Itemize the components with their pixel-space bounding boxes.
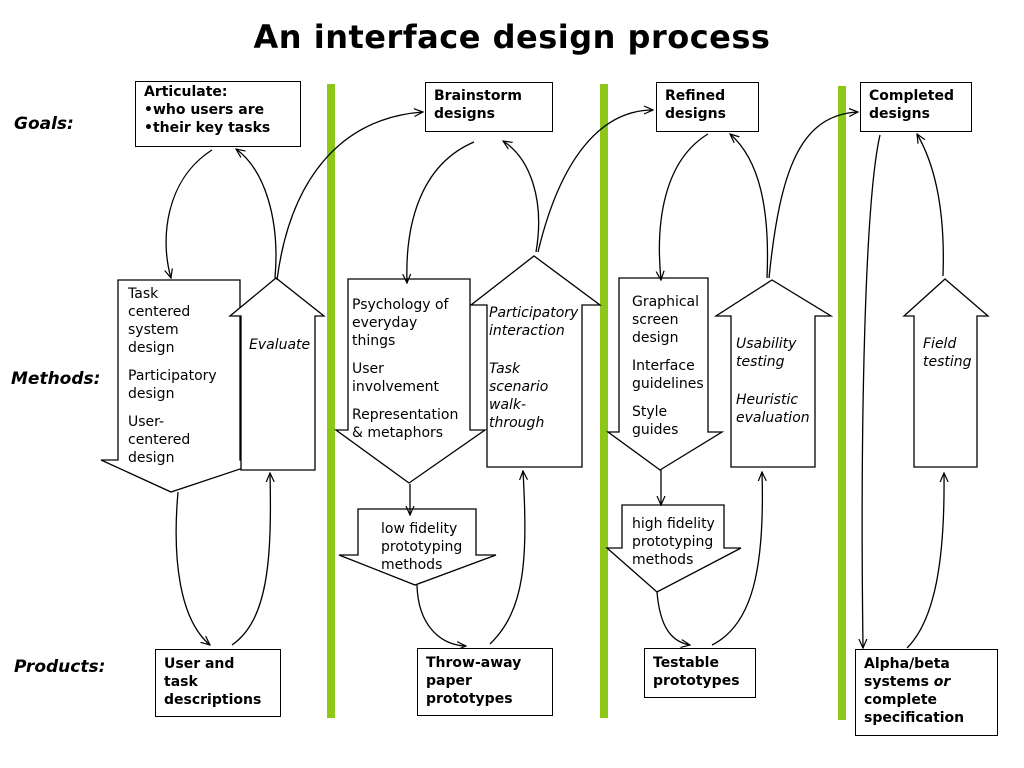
- connector-usability-to-completed: [768, 112, 858, 279]
- divider-1: [327, 84, 335, 718]
- up-arrow-evaluate: [228, 277, 326, 471]
- method-high-fidelity-line: high fidelity: [632, 516, 715, 532]
- product-throwaway-line: paper: [426, 673, 472, 689]
- method-item: Evaluate: [249, 337, 311, 353]
- connector-usability-to-refined: [730, 134, 769, 279]
- page-title: An interface design process: [253, 18, 771, 56]
- method-low-fidelity-line: low fidelity: [381, 521, 458, 537]
- goal-refined-box: Refined designs: [656, 82, 759, 132]
- up-arrow-field: [902, 278, 990, 468]
- product-throwaway-line: Throw-away: [426, 655, 522, 671]
- connector-field-to-completed: [917, 134, 944, 277]
- method-low-fidelity-line: prototyping: [381, 539, 463, 555]
- goal-refined-line: Refined: [665, 88, 726, 104]
- product-alpha-line: Alpha/beta: [864, 656, 950, 672]
- method-item: Representation& metaphors: [352, 407, 459, 441]
- product-alpha-line: complete: [864, 692, 938, 708]
- product-throwaway-line: prototypes: [426, 691, 513, 707]
- product-user-task-line: task: [164, 674, 198, 690]
- connector-participatory-to-brainstorm: [503, 141, 540, 253]
- product-testable-line: prototypes: [653, 673, 740, 689]
- product-user-task-box: User and task descriptions: [155, 649, 281, 717]
- goal-completed-box: Completed designs: [860, 82, 972, 132]
- goal-articulate-box: Articulate: •who users are •their key ta…: [135, 81, 301, 147]
- product-alpha-line: systems or: [864, 674, 951, 690]
- divider-2: [600, 84, 608, 718]
- connector-refined-to-graphical: [659, 133, 709, 280]
- connector-brainstorm-to-psychology: [407, 141, 475, 283]
- goals-row-label: Goals:: [14, 114, 74, 134]
- goal-completed-line: Completed: [869, 88, 955, 104]
- product-throwaway-box: Throw-away paper prototypes: [417, 648, 553, 716]
- connector-throwaway-to-participatory: [489, 471, 525, 645]
- goal-brainstorm-line: Brainstorm: [434, 88, 522, 104]
- method-high-fidelity-line: prototyping: [632, 534, 714, 550]
- method-high-fidelity: high fidelity prototyping methods: [632, 515, 715, 569]
- connector-goals-to-methods-1: [166, 149, 213, 278]
- product-user-task-line: User and: [164, 656, 235, 672]
- connector-low-fidelity-to-throwaway: [416, 584, 466, 646]
- method-high-fidelity-line: methods: [632, 552, 694, 568]
- divider-3: [838, 86, 846, 720]
- products-row-label: Products:: [14, 657, 106, 677]
- connector-testable-to-usability: [711, 472, 762, 646]
- connector-evaluate-to-brainstorm: [276, 112, 423, 281]
- method-low-fidelity-line: methods: [381, 557, 443, 573]
- down-arrow-graphical: [606, 277, 725, 471]
- method-low-fidelity: low fidelity prototyping methods: [381, 520, 462, 574]
- down-arrow-high-fidelity: [605, 504, 742, 593]
- product-alpha-box: Alpha/beta systems or complete specifica…: [855, 649, 998, 736]
- goal-articulate-line: Articulate:: [144, 84, 228, 100]
- down-arrow-psychology: [333, 278, 488, 484]
- connector-evaluate-to-goals: [236, 149, 277, 279]
- methods-row-label: Methods:: [11, 369, 101, 389]
- goal-refined-line: designs: [665, 106, 726, 122]
- connector-field-from-alpha: [906, 473, 944, 649]
- goal-brainstorm-box: Brainstorm designs: [425, 82, 553, 132]
- goal-articulate-line: •who users are: [144, 102, 265, 118]
- product-testable-box: Testable prototypes: [644, 648, 756, 698]
- method-evaluate: Evaluate: [249, 336, 310, 364]
- product-testable-line: Testable: [653, 655, 719, 671]
- goal-brainstorm-line: designs: [434, 106, 495, 122]
- connector-user-task-to-evaluate: [231, 473, 270, 646]
- connector-task-centered-to-user-task: [175, 491, 210, 645]
- product-alpha-line: specification: [864, 710, 965, 726]
- down-arrow-low-fidelity: [338, 508, 497, 586]
- connector-participatory-to-refined: [537, 110, 653, 253]
- connector-completed-to-alpha: [862, 134, 881, 648]
- up-arrow-usability: [713, 279, 834, 468]
- goal-completed-line: designs: [869, 106, 930, 122]
- up-arrow-participatory: [469, 255, 602, 468]
- connector-high-fidelity-to-testable: [656, 591, 690, 645]
- goal-articulate-line: •their key tasks: [144, 120, 271, 136]
- product-user-task-line: descriptions: [164, 692, 262, 708]
